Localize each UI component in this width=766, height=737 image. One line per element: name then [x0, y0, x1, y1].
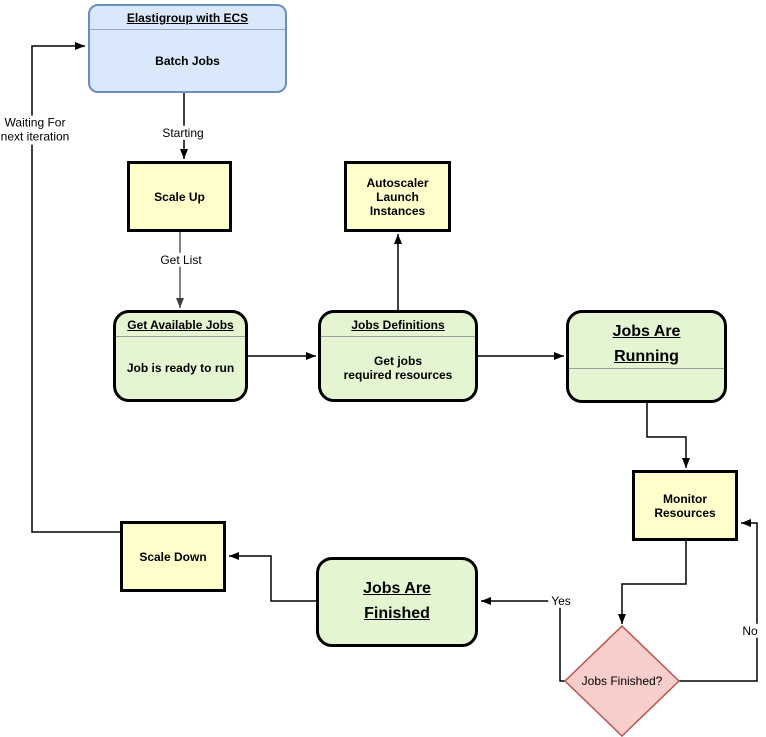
node-scale-down: Scale Down	[120, 521, 226, 592]
node-jobs-are-running: Jobs Are Running	[566, 310, 727, 403]
node-elastigroup-batch-jobs: Elastigroup with ECS Batch Jobs	[88, 4, 287, 93]
node-scale-up-label: Scale Up	[154, 189, 205, 204]
node-get-available-jobs-title: Get Available Jobs	[116, 313, 245, 337]
edge-label-no: No	[739, 623, 761, 639]
node-jobs-are-running-body	[569, 369, 724, 400]
node-jobs-definitions-body: Get jobs required resources	[343, 354, 453, 382]
node-scale-up: Scale Up	[127, 161, 232, 232]
edge-no	[679, 519, 758, 682]
edge-label-waiting: Waiting For next iteration	[0, 115, 73, 145]
edge-label-yes: Yes	[548, 593, 574, 609]
node-get-available-jobs-body: Job is ready to run	[126, 361, 235, 375]
node-monitor-resources: Monitor Resources	[632, 470, 738, 541]
node-elastigroup-body: Batch Jobs	[155, 53, 220, 68]
jobs-finished-decision-label: Jobs Finished?	[581, 674, 663, 688]
node-autoscaler-label: Autoscaler Launch Instances	[366, 175, 429, 218]
node-elastigroup-title: Elastigroup with ECS	[90, 6, 285, 30]
node-jobs-are-running-title: Jobs Are Running	[569, 313, 724, 369]
node-jobs-definitions: Jobs Definitions Get jobs required resou…	[318, 310, 478, 402]
node-get-available-jobs: Get Available Jobs Job is ready to run	[113, 310, 248, 402]
node-jobs-definitions-title: Jobs Definitions	[321, 313, 475, 337]
edge-yes	[481, 597, 565, 682]
node-scale-down-label: Scale Down	[139, 549, 207, 564]
node-jobs-are-finished-title: Jobs Are Finished	[363, 580, 431, 622]
node-autoscaler-launch-instances: Autoscaler Launch Instances	[344, 161, 451, 232]
edge-label-starting: Starting	[159, 125, 207, 141]
node-jobs-are-finished: Jobs Are Finished	[316, 557, 478, 647]
node-monitor-resources-label: Monitor Resources	[654, 491, 716, 520]
edge-monitor-to-decision	[618, 541, 687, 624]
edge-running-to-monitor	[646, 403, 690, 468]
edge-finished-to-scaledown	[229, 552, 316, 602]
edge-label-get-list: Get List	[157, 252, 205, 268]
